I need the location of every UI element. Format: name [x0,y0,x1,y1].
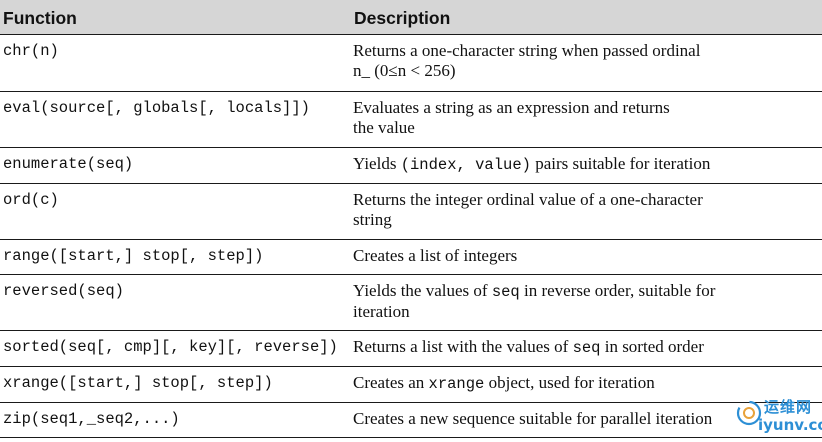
description-text: pairs suitable for iteration [530,154,711,173]
watermark-chinese-text: 运维网 [764,398,813,416]
table-header-row: Function Description [0,0,822,34]
description-cell: Creates an xrange object, used for itera… [353,367,793,394]
table-row: xrange([start,] stop[, step]) Creates an… [0,366,822,402]
description-cell: Creates a list of integers [353,246,518,265]
table-row: range([start,] stop[, step]) Creates a l… [0,239,822,274]
description-cell: Creates a new sequence suitable for para… [353,409,713,428]
description-code: seq [491,283,520,301]
watermark-swirl-icon [736,400,762,426]
description-code: seq [572,339,601,357]
table-row: sorted(seq[, cmp][, key][, reverse]) Ret… [0,330,822,366]
function-cell: enumerate(seq) [3,155,134,173]
description-code: (index, value) [400,156,531,174]
description-cell: Returns the integer ordinal value of a o… [353,190,703,229]
description-text: Returns a list with the values of [353,337,573,356]
function-cell: chr(n) [3,42,59,60]
watermark-logo: 运维网 iyunv.com [734,396,822,438]
function-cell: reversed(seq) [3,282,124,300]
description-text: in reverse order, suitable for iteration [353,281,716,321]
function-cell: zip(seq1,_seq2,...) [3,410,180,428]
description-code: xrange [428,375,485,393]
description-cell: Yields (index, value) pairs suitable for… [353,148,793,175]
column-header-description: Description [354,8,451,28]
function-cell: sorted(seq[, cmp][, key][, reverse]) [3,338,338,356]
description-cell: Returns a one-character string when pass… [353,41,701,80]
table-row: ord(c) Returns the integer ordinal value… [0,183,822,239]
description-cell: Evaluates a string as an expression and … [353,98,670,137]
table-row: enumerate(seq) Yields (index, value) pai… [0,147,822,183]
table-row: eval(source[, globals[, locals]]) Evalua… [0,91,822,147]
description-text: Yields [353,154,401,173]
table-bottom-rule [0,437,822,438]
description-text: Creates an [353,373,429,392]
description-cell: Returns a list with the values of seq in… [353,331,793,358]
description-cell: Yields the values of seq in reverse orde… [353,275,793,322]
description-text: object, used for iteration [484,373,655,392]
function-cell: range([start,] stop[, step]) [3,247,264,265]
table-row: zip(seq1,_seq2,...) Creates a new sequen… [0,402,822,440]
function-cell: eval(source[, globals[, locals]]) [3,99,310,117]
column-header-function: Function [3,8,77,28]
table-row: reversed(seq) Yields the values of seq i… [0,274,822,330]
table-row: chr(n) Returns a one-character string wh… [0,34,822,91]
function-cell: ord(c) [3,191,59,209]
description-text: Yields the values of [353,281,492,300]
description-text: in sorted order [600,337,704,356]
function-cell: xrange([start,] stop[, step]) [3,374,273,392]
watermark-domain-text: iyunv.com [758,416,822,434]
